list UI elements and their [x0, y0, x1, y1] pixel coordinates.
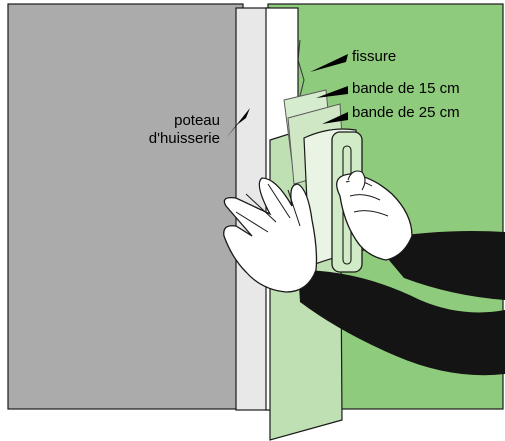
arrow-bande-25 — [322, 112, 348, 124]
glove-left-fingers — [235, 183, 301, 233]
label-bande-25cm: bande de 25 cm — [352, 104, 460, 121]
arrow-poteau — [226, 108, 250, 138]
arrow-fissure — [310, 54, 348, 72]
label-bande-15cm: bande de 15 cm — [352, 80, 460, 97]
label-poteau: poteau — [174, 112, 220, 129]
label-fissure: fissure — [352, 48, 397, 65]
label-huisserie: d'huisserie — [148, 130, 220, 147]
sleeve-left-arm — [298, 270, 505, 376]
arrow-bande-15 — [316, 86, 348, 98]
gray-wall — [7, 3, 244, 410]
glove-right-hand — [336, 173, 413, 261]
glove-right-thumb — [347, 170, 366, 191]
